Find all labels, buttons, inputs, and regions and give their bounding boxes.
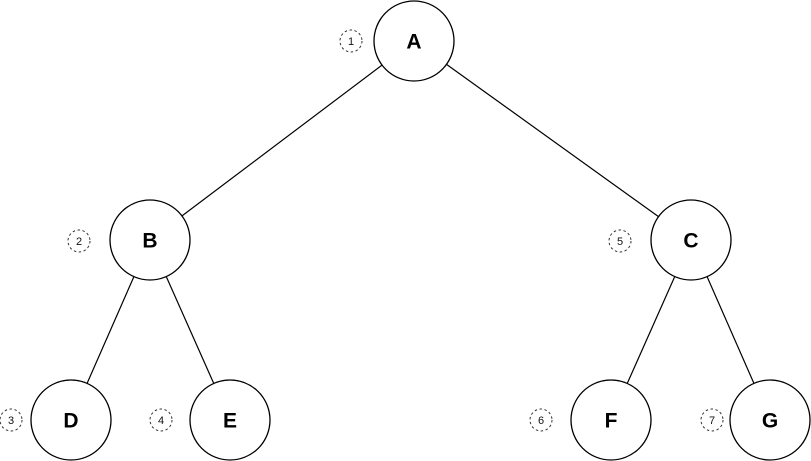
visit-order-number: 1	[348, 36, 354, 48]
visit-order-badge-f: 6	[529, 408, 553, 432]
node-circle	[650, 199, 732, 281]
visit-order-number: 2	[76, 236, 82, 248]
node-circle	[30, 379, 112, 461]
node-circle	[109, 199, 191, 281]
visit-order-circle	[0, 408, 23, 432]
tree-node-d: D3	[0, 379, 112, 461]
tree-node-g: G7	[700, 379, 811, 461]
visit-order-circle	[608, 229, 632, 253]
visit-order-badge-d: 3	[0, 408, 23, 432]
node-label: F	[605, 410, 618, 433]
visit-order-badge-e: 4	[149, 408, 173, 432]
edge-a-c	[413, 40, 692, 241]
node-circle	[729, 379, 811, 461]
visit-order-number: 3	[8, 415, 14, 427]
tree-node-e: E4	[149, 379, 271, 461]
visit-order-badge-b: 2	[67, 229, 91, 253]
node-circle	[189, 379, 271, 461]
visit-order-number: 7	[709, 415, 715, 427]
tree-node-b: B2	[67, 199, 191, 281]
visit-order-badge-c: 5	[608, 229, 632, 253]
node-circle	[570, 379, 652, 461]
visit-order-circle	[339, 29, 363, 53]
tree-node-f: F6	[529, 379, 652, 461]
visit-order-circle	[67, 229, 91, 253]
visit-order-badge-a: 1	[339, 29, 363, 53]
visit-order-circle	[700, 408, 724, 432]
node-label: A	[406, 31, 421, 54]
node-circle	[373, 0, 455, 82]
node-label: B	[142, 230, 157, 253]
edge-a-b	[149, 40, 415, 241]
visit-order-number: 4	[158, 415, 164, 427]
tree-node-a: A1	[339, 0, 455, 82]
visit-order-number: 6	[538, 415, 544, 427]
tree-node-c: C5	[608, 199, 732, 281]
visit-order-circle	[149, 408, 173, 432]
node-label: D	[63, 410, 78, 433]
visit-order-number: 5	[617, 236, 623, 248]
node-label: G	[762, 410, 778, 433]
node-label: E	[223, 410, 237, 433]
visit-order-badge-g: 7	[700, 408, 724, 432]
visit-order-circle	[529, 408, 553, 432]
node-label: C	[683, 230, 698, 253]
